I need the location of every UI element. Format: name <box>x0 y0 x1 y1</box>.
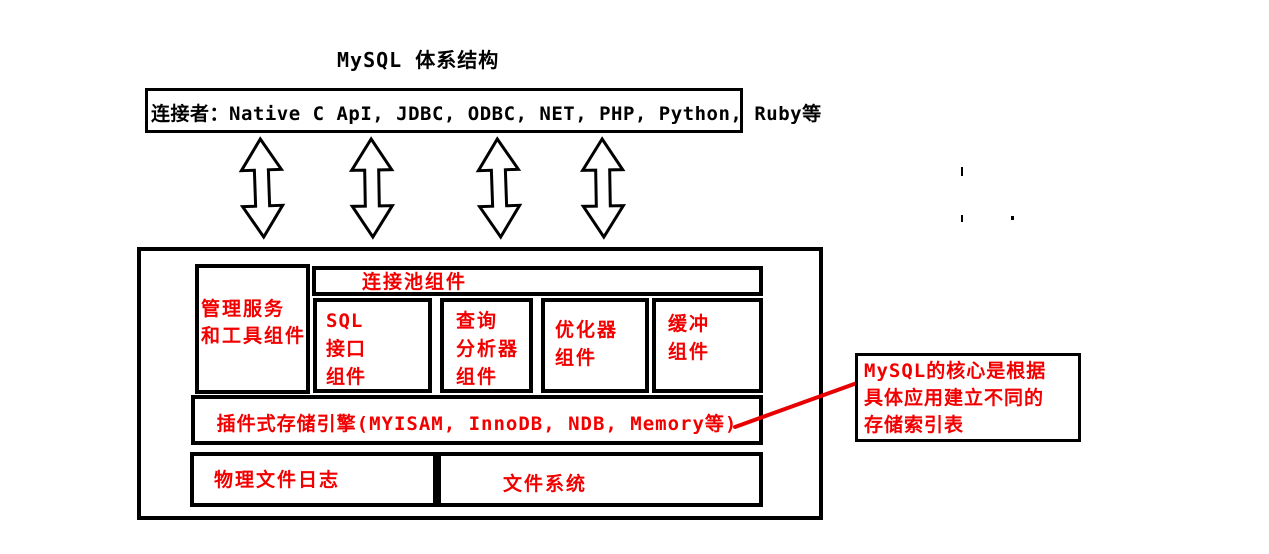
optimizer-box: 优化器 组件 <box>541 298 649 393</box>
annotation-line2: 具体应用建立不同的 <box>864 387 1045 409</box>
annotation-box: MySQL的核心是根据 具体应用建立不同的 存储索引表 <box>855 353 1081 442</box>
connection-pool-label: 连接池组件 <box>362 271 468 293</box>
stray-mark <box>961 167 963 176</box>
physical-logs-box: 物理文件日志 <box>190 452 437 507</box>
sql-interface-label-line3: 组件 <box>326 366 367 388</box>
management-services-box: 管理服务 和工具组件 <box>195 264 310 394</box>
optimizer-label-line2: 组件 <box>555 347 598 369</box>
sql-interface-label-line2: 接口 <box>326 338 367 360</box>
double-arrow-icon <box>345 136 399 241</box>
storage-engine-box: 插件式存储引擎(MYISAM, InnoDB, NDB, Memory等) <box>191 395 763 445</box>
connectors-label: 连接者：Native C ApI, JDBC, ODBC, NET, PHP, … <box>151 103 822 125</box>
annotation-line3: 存储索引表 <box>864 414 965 436</box>
management-services-label-line2: 和工具组件 <box>201 325 307 347</box>
sql-interface-box: SQL 接口 组件 <box>313 298 432 393</box>
stray-mark <box>1011 216 1014 220</box>
query-parser-label-line3: 组件 <box>456 366 499 388</box>
double-arrow-icon <box>576 136 630 241</box>
query-parser-box: 查询 分析器 组件 <box>440 298 533 393</box>
buffer-box: 缓冲 组件 <box>652 298 763 393</box>
query-parser-label-line2: 分析器 <box>456 338 520 360</box>
diagram-title: MySQL 体系结构 <box>337 48 500 72</box>
sql-interface-label-line1: SQL <box>326 310 364 332</box>
mysql-server-box: 管理服务 和工具组件 连接池组件 SQL 接口 组件 查询 分析器 组件 优化器… <box>137 247 823 520</box>
query-parser-label-line1: 查询 <box>456 310 499 332</box>
file-system-box: 文件系统 <box>437 452 763 507</box>
annotation-line1: MySQL的核心是根据 <box>864 360 1047 382</box>
stray-mark <box>961 215 963 222</box>
storage-engine-label: 插件式存储引擎(MYISAM, InnoDB, NDB, Memory等) <box>216 413 738 435</box>
connection-pool-bar: 连接池组件 <box>312 266 763 296</box>
buffer-label-line1: 缓冲 <box>668 313 711 335</box>
file-system-label: 文件系统 <box>503 473 588 495</box>
double-arrow-icon <box>234 135 290 241</box>
physical-logs-label: 物理文件日志 <box>214 469 341 491</box>
optimizer-label-line1: 优化器 <box>555 319 619 341</box>
management-services-label-line1: 管理服务 <box>201 298 286 320</box>
buffer-label-line2: 组件 <box>668 341 711 363</box>
connectors-box: 连接者：Native C ApI, JDBC, ODBC, NET, PHP, … <box>145 88 821 133</box>
double-arrow-icon <box>471 135 527 241</box>
